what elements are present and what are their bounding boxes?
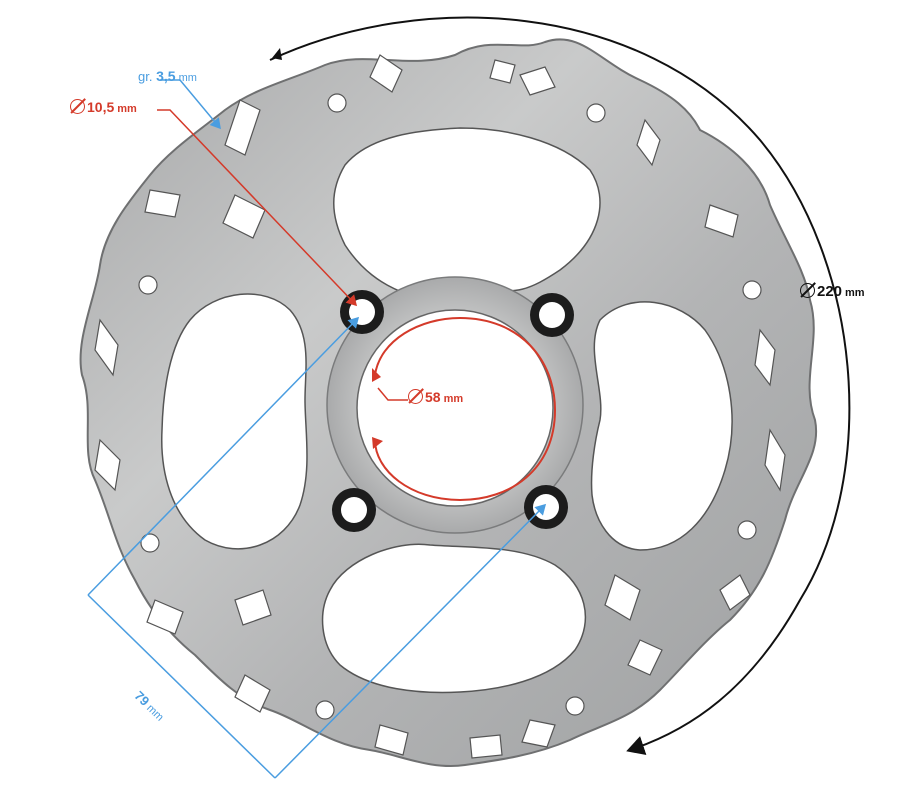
disc-body xyxy=(79,38,818,767)
bolt-hole-unit: mm xyxy=(117,103,137,115)
bore-leader xyxy=(377,387,408,401)
large-cutout-right xyxy=(590,301,733,551)
bolt-holes xyxy=(332,290,574,532)
thickness-prefix: gr. xyxy=(138,69,153,84)
bolt-spacing-line-a xyxy=(87,316,360,596)
thickness-value: 3,5 xyxy=(156,68,176,84)
thickness-unit: mm xyxy=(178,72,197,84)
diameter-symbol-icon xyxy=(408,389,423,404)
outer-diameter-value: 220 xyxy=(817,283,843,300)
center-bore-value: 58 xyxy=(425,389,441,405)
bolt-spacing-line-b xyxy=(274,503,547,779)
bolt-hole-value: 10,5 xyxy=(87,99,115,115)
thickness-leader xyxy=(160,79,221,130)
bore-arc-upper xyxy=(374,316,556,411)
large-cutout-bottom xyxy=(321,543,587,694)
bolt-hole-leader xyxy=(157,109,358,307)
bolt-spacing-dim-line xyxy=(87,594,276,779)
large-cutout-top xyxy=(333,127,601,296)
center-bore-unit: mm xyxy=(443,393,464,405)
rim-round-holes xyxy=(138,93,762,720)
center-bore xyxy=(356,309,554,507)
rim-slots xyxy=(94,54,786,759)
large-cutout-left xyxy=(161,293,308,550)
bore-arc-lower xyxy=(374,409,556,502)
outer-diameter-arc xyxy=(269,16,851,756)
diameter-symbol-icon xyxy=(800,283,815,298)
outer-diameter-unit: mm xyxy=(845,287,865,299)
diameter-symbol-icon xyxy=(70,99,85,114)
